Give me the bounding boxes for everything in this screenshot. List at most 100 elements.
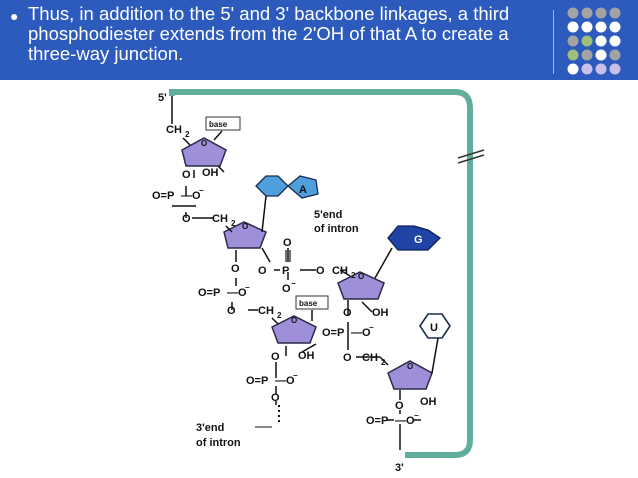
phosphate-3-minus: − [369, 323, 374, 332]
decorative-dot-grid [567, 7, 621, 75]
oh-label-3: OH [298, 350, 315, 362]
decor-dot [567, 63, 579, 75]
decor-dot [609, 49, 621, 61]
header-divider [553, 10, 554, 74]
oxygen-label-10: O [271, 351, 280, 363]
ch2-label-1: CH [166, 124, 182, 136]
phosphate-2: O=P [198, 287, 220, 299]
oh-label-1: OH [202, 167, 219, 179]
ring-oxygen-2: O [242, 222, 248, 231]
oh-label-4: OH [420, 396, 437, 408]
decor-dot [581, 7, 593, 19]
guanine-base [387, 225, 442, 251]
decor-dot [567, 7, 579, 19]
uracil-label: U [430, 322, 438, 334]
oxygen-label-8: O [343, 307, 352, 319]
oxygen-label-7: O [227, 305, 236, 317]
three-end-line2: of intron [196, 437, 241, 449]
phosphate-2-dash: —O [227, 287, 247, 299]
decor-dot [609, 63, 621, 75]
decor-dot [581, 63, 593, 75]
decor-dot [581, 35, 593, 47]
ring-oxygen-3: O [358, 272, 364, 281]
sugar-ring-2 [223, 221, 267, 249]
decor-dot [567, 49, 579, 61]
phosphate-5: O=P [366, 415, 388, 427]
backbone-connector [169, 89, 473, 458]
ch2-label-3: CH [332, 265, 348, 277]
sugar-ring-5 [387, 360, 433, 390]
uracil-base [419, 313, 451, 339]
phosphate-4-dash: —O [275, 375, 295, 387]
ch2-label-5: CH [362, 352, 378, 364]
ring-oxygen-1: O [201, 139, 207, 148]
bullet-text: Thus, in addition to the 5' and 3' backb… [28, 3, 510, 64]
ch2-sub-4: 2 [277, 311, 282, 320]
phosphate-5-dash: —O [395, 415, 415, 427]
oxygen-minus-junction: O [282, 283, 291, 295]
five-end-line1: 5'end [314, 209, 342, 221]
sugar-ring-4 [271, 315, 317, 344]
decor-dot [609, 7, 621, 19]
bond-lines [171, 96, 439, 450]
decor-dot [609, 21, 621, 33]
oxygen-label-6: O [316, 265, 325, 277]
ch2-label-2: CH [212, 213, 228, 225]
decor-dot [595, 49, 607, 61]
ch2-label-4: CH [258, 305, 274, 317]
oxygen-label-4: O [258, 265, 267, 277]
sugar-ring-1 [181, 137, 227, 167]
phosphate-4: O=P [246, 375, 268, 387]
phosphate-4-minus: − [293, 371, 298, 380]
oxygen-label-1: O [182, 169, 191, 181]
oxygen-label-9: O [343, 352, 352, 364]
oxygen-minus-junction-sign: − [291, 279, 296, 288]
bullet-icon: ● [10, 8, 19, 24]
decor-dot [609, 35, 621, 47]
slide-header: ● Thus, in addition to the 5' and 3' bac… [0, 0, 638, 80]
phosphate-1: O=P [152, 190, 174, 202]
decor-dot [567, 35, 579, 47]
phosphate-3: O=P [322, 327, 344, 339]
ch2-sub-3: 2 [351, 271, 356, 280]
phosphate-junction: P [282, 265, 289, 277]
decor-dot [595, 35, 607, 47]
break-mark [457, 149, 485, 164]
oxygen-label-12: O [395, 400, 404, 412]
phosphate-1-minus: − [199, 186, 204, 195]
5prime-label: 5' [158, 92, 167, 104]
oxygen-label-11: O [271, 392, 280, 404]
guanine-label: G [414, 234, 423, 246]
ring-oxygen-5: O [407, 362, 413, 371]
phosphate-3-dash: —O [351, 327, 371, 339]
ch2-sub-5: 2 [381, 358, 386, 367]
oh-label-2: OH [372, 307, 389, 319]
oxygen-label-2: O [182, 213, 191, 225]
oxygen-label-5: O [283, 237, 292, 249]
ring-oxygen-4: O [291, 316, 297, 325]
base-box-2 [295, 295, 329, 310]
oxygen-label-3: O [231, 263, 240, 275]
sugar-ring-3 [337, 271, 385, 300]
base-label-2: base [299, 299, 318, 308]
five-end-line2: of intron [314, 223, 359, 235]
phosphate-1-dash: —O [181, 190, 201, 202]
decor-dot [581, 21, 593, 33]
adenine-label: A [299, 184, 307, 196]
ch2-sub-1: 2 [185, 130, 190, 139]
3prime-label: 3' [395, 462, 404, 474]
decor-dot [595, 7, 607, 19]
base-box-1 [205, 116, 241, 131]
three-end-line1: 3'end [196, 422, 224, 434]
decor-dot [595, 63, 607, 75]
double-bond [285, 250, 291, 262]
phosphate-2-minus: − [245, 283, 250, 292]
decor-dot [581, 49, 593, 61]
base-label-1: base [209, 120, 228, 129]
rna-junction-diagram: text{font-family:"Liberation Sans",sans-… [152, 89, 485, 474]
decor-dot [595, 21, 607, 33]
ch2-sub-2: 2 [231, 219, 236, 228]
phosphate-5-minus: − [414, 411, 419, 420]
decor-dot [567, 21, 579, 33]
adenine-base [255, 175, 319, 199]
